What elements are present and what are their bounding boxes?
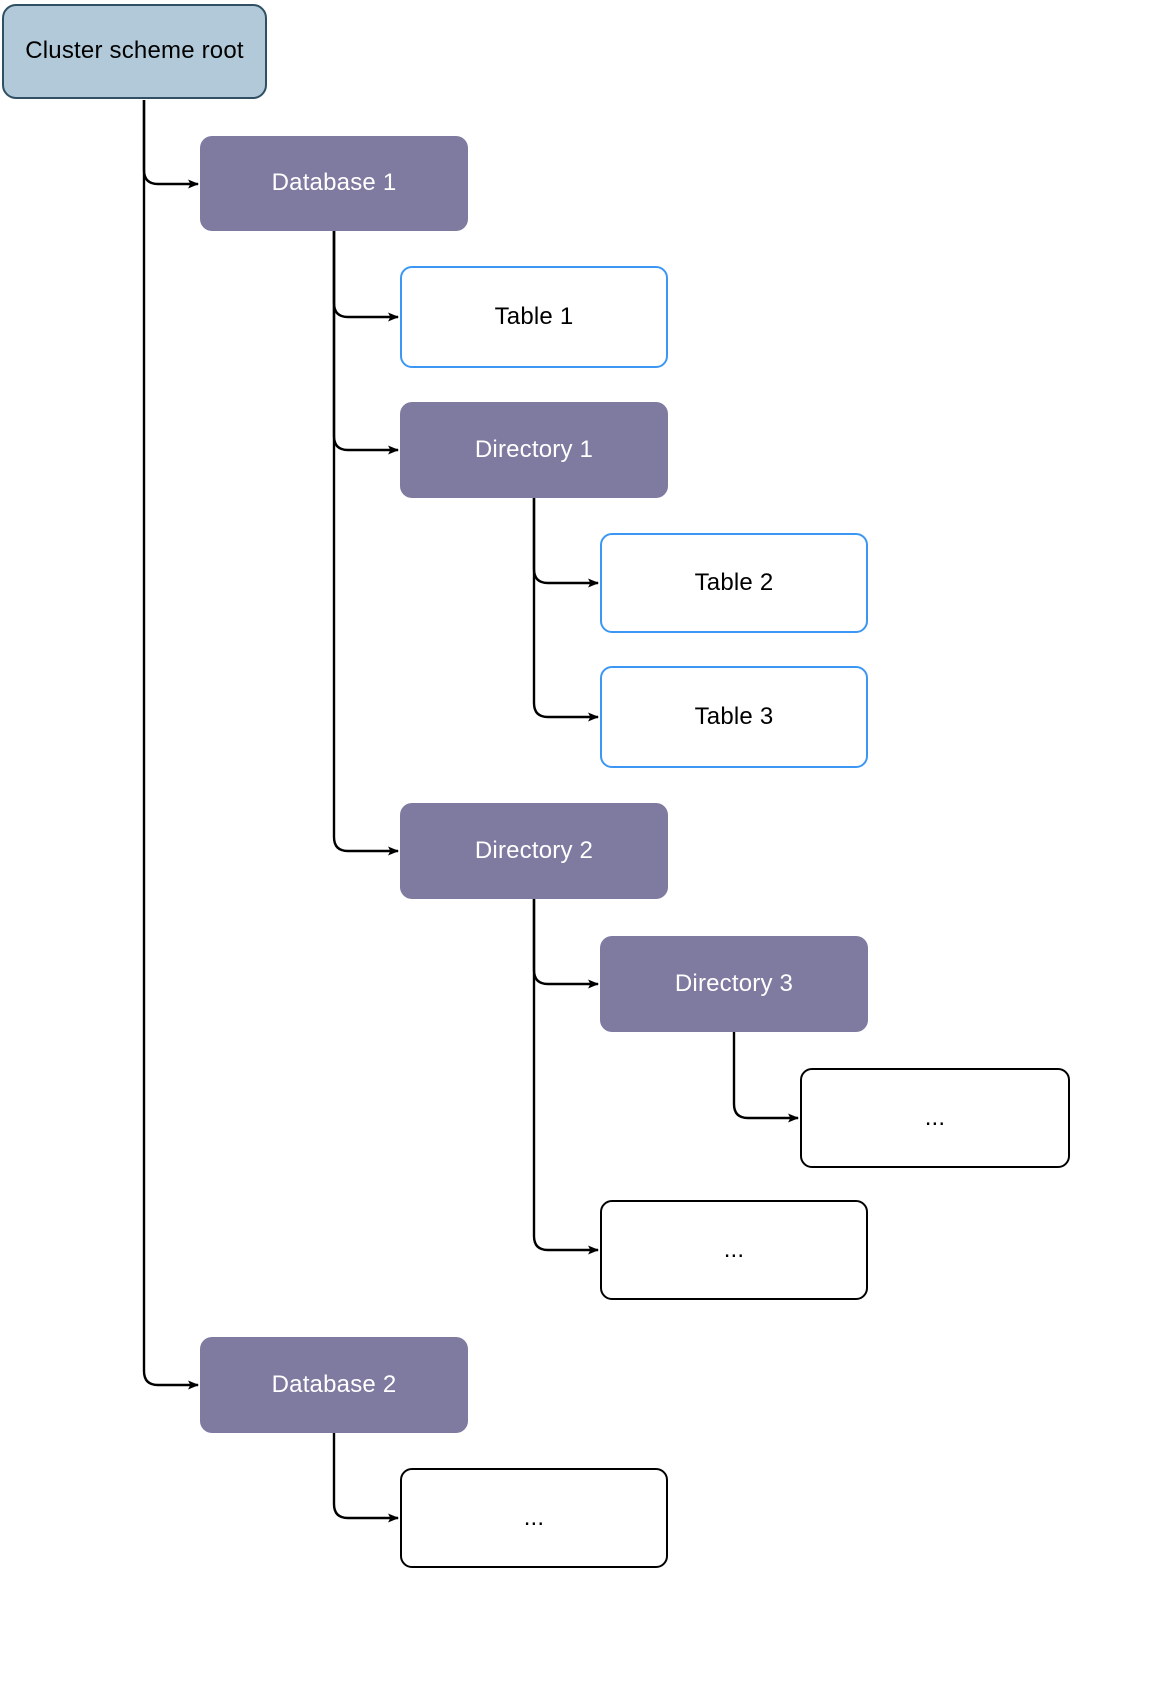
node-dots3[interactable]: ... <box>400 1468 668 1568</box>
edge-dir2-to-dir3 <box>532 899 599 989</box>
node-label: Directory 2 <box>474 836 594 864</box>
node-db2[interactable]: Database 2 <box>200 1337 468 1433</box>
node-label: Table 3 <box>694 702 774 730</box>
node-label: ... <box>523 1503 545 1531</box>
node-table2[interactable]: Table 2 <box>600 533 868 633</box>
node-dots1[interactable]: ... <box>800 1068 1070 1168</box>
node-dir3[interactable]: Directory 3 <box>600 936 868 1032</box>
node-db1[interactable]: Database 1 <box>200 136 468 231</box>
node-table3[interactable]: Table 3 <box>600 666 868 768</box>
node-label: Table 1 <box>494 302 574 330</box>
edge-dir2-to-dots2 <box>532 899 599 1255</box>
node-label: Directory 3 <box>674 969 794 997</box>
edge-root-to-db1 <box>142 100 199 189</box>
node-dots2[interactable]: ... <box>600 1200 868 1300</box>
edge-db2-to-dots3 <box>332 1433 399 1523</box>
node-label: Directory 1 <box>474 435 594 463</box>
edge-root-to-db2 <box>142 100 199 1390</box>
node-label: Cluster scheme root <box>25 37 244 65</box>
node-dir2[interactable]: Directory 2 <box>400 803 668 899</box>
node-table1[interactable]: Table 1 <box>400 266 668 368</box>
node-label: Table 2 <box>694 568 774 596</box>
node-dir1[interactable]: Directory 1 <box>400 402 668 498</box>
edge-db1-to-dir1 <box>332 231 399 455</box>
node-label: ... <box>723 1235 745 1263</box>
node-label: Database 1 <box>271 169 397 197</box>
edge-db1-to-table1 <box>332 231 399 322</box>
edge-dir1-to-table3 <box>532 498 599 722</box>
node-label: Database 2 <box>271 1370 397 1398</box>
node-label: ... <box>924 1103 946 1131</box>
edge-dir3-to-dots1 <box>732 1032 799 1123</box>
edge-db1-to-dir2 <box>332 231 399 856</box>
edge-dir1-to-table2 <box>532 498 599 588</box>
node-root[interactable]: Cluster scheme root <box>2 4 267 99</box>
